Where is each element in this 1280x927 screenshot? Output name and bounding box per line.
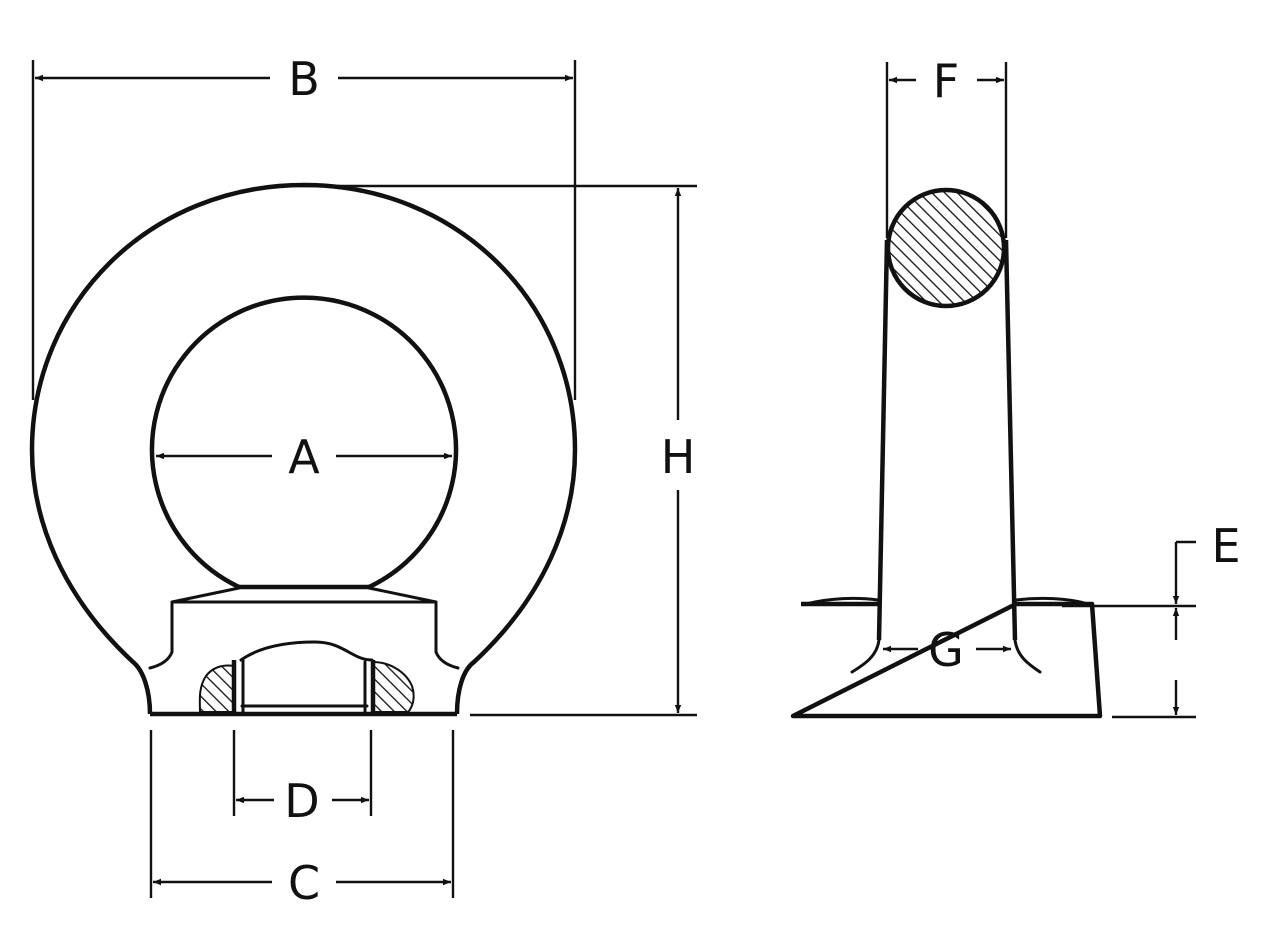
label-d: D (284, 774, 319, 828)
label-a: A (288, 430, 320, 484)
neck-block-left-side (148, 600, 174, 670)
label-c: C (288, 856, 320, 910)
shank-right-edge (1003, 239, 1018, 641)
shank-right-fillet (1013, 638, 1042, 674)
dimension-b: B (31, 52, 577, 400)
dimension-e: E (1062, 519, 1241, 719)
inner-eye-outline (149, 295, 459, 590)
label-h: H (661, 430, 696, 484)
dimension-c: C (149, 730, 455, 910)
shank-left-edge (876, 239, 890, 641)
left-hatched-section (198, 664, 235, 713)
label-f: F (933, 54, 959, 108)
side-base-outline (790, 601, 1103, 719)
ring-cross-section (885, 187, 1007, 309)
label-g: G (928, 623, 964, 677)
dimension-a: A (156, 430, 452, 484)
label-b: B (288, 52, 320, 106)
dimension-d: D (232, 730, 373, 828)
side-base-top-chamfer (804, 596, 1090, 606)
dimension-h: H (300, 184, 697, 717)
neck-block-right-side (434, 600, 460, 670)
dimension-f: F (885, 54, 1008, 238)
right-hatched-section (372, 660, 415, 713)
neck-block-outline (170, 586, 438, 604)
shank-left-fillet (850, 638, 881, 674)
thread-breakout-outline (239, 640, 374, 662)
dimension-g: G (883, 623, 1011, 677)
side-view (790, 187, 1103, 719)
label-e: E (1211, 519, 1240, 573)
